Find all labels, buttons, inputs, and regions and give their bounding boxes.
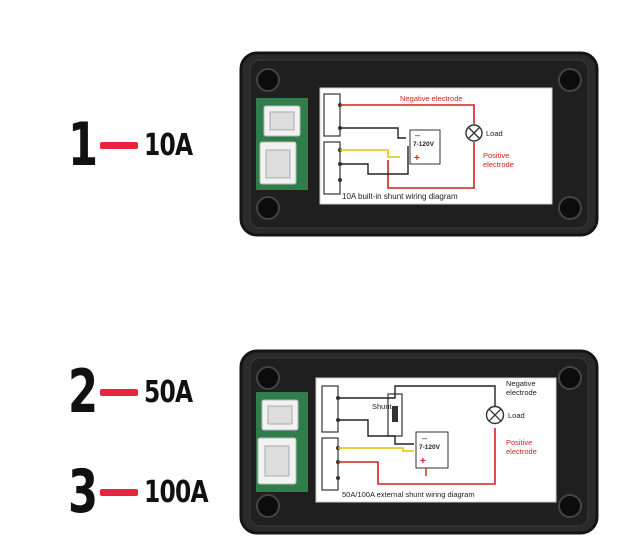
wire-red (340, 104, 475, 124)
wire-black (338, 394, 396, 399)
screw-hole (256, 494, 280, 518)
shunt-core (392, 406, 398, 422)
option-label: 50A (143, 374, 193, 410)
connector-slot (264, 445, 290, 477)
option-label: 10A (143, 127, 193, 163)
screw-hole (256, 196, 280, 220)
option-3: 3 100A (68, 462, 226, 522)
negative-label: Negative electrode (400, 94, 463, 103)
terminal-dot (336, 476, 340, 480)
plus-label: + (414, 153, 420, 164)
minus-label: – (415, 130, 420, 140)
option-1: 1 10A (68, 115, 206, 175)
screw-hole (558, 196, 582, 220)
wire-black (394, 385, 496, 406)
wire-red (338, 428, 496, 485)
terminal-block (323, 93, 341, 137)
wire-black (338, 419, 395, 437)
connector-slot (265, 149, 291, 179)
minus-label: – (422, 433, 427, 443)
plus-label: + (420, 456, 426, 467)
diagram-caption: 10A built-in shunt wiring diagram (342, 192, 458, 201)
screw-hole (558, 68, 582, 92)
device-10a: Negative electrode Load 7-120V – + Posit… (239, 51, 599, 237)
dash-icon (99, 388, 138, 396)
screw-hole (558, 494, 582, 518)
power-supply (415, 431, 449, 469)
connector-slot (269, 111, 295, 131)
option-number: 3 (68, 457, 99, 527)
wire-yellow (338, 447, 414, 452)
screw-hole (256, 68, 280, 92)
positive-label: electrode (483, 160, 514, 169)
voltage-label: 7-120V (419, 444, 441, 451)
terminal-block (321, 437, 339, 491)
load-label: Load (508, 411, 525, 420)
connector-slot (267, 405, 293, 425)
wire-yellow (340, 149, 400, 158)
positive-label: Positive (483, 151, 509, 160)
positive-label: Positive (506, 438, 532, 447)
positive-label: electrode (506, 447, 537, 456)
option-label: 100A (143, 474, 209, 510)
voltage-label: 7-120V (413, 141, 435, 148)
dash-icon (99, 488, 138, 496)
option-number: 1 (68, 110, 99, 180)
negative-label: electrode (506, 388, 537, 397)
power-supply (409, 129, 441, 165)
load-icon-cross (468, 127, 480, 139)
wire-black (340, 127, 406, 139)
dash-icon (99, 141, 138, 149)
load-label: Load (486, 129, 503, 138)
screw-hole (558, 366, 582, 390)
device-50a-100a: Negative electrode Shunt Load 7-120V – +… (239, 349, 599, 535)
load-icon-cross (488, 408, 502, 422)
screw-hole (256, 366, 280, 390)
terminal-block (321, 385, 339, 433)
diagram-caption: 50A/100A external shunt wiring diagram (342, 490, 475, 499)
wire-black (340, 146, 409, 175)
option-number: 2 (68, 357, 99, 427)
negative-label: Negative (506, 379, 536, 388)
shunt-label: Shunt (372, 402, 393, 411)
terminal-block (323, 141, 341, 195)
terminal-dot (338, 178, 342, 182)
wire-black (394, 436, 414, 445)
option-2: 2 50A (68, 362, 206, 422)
